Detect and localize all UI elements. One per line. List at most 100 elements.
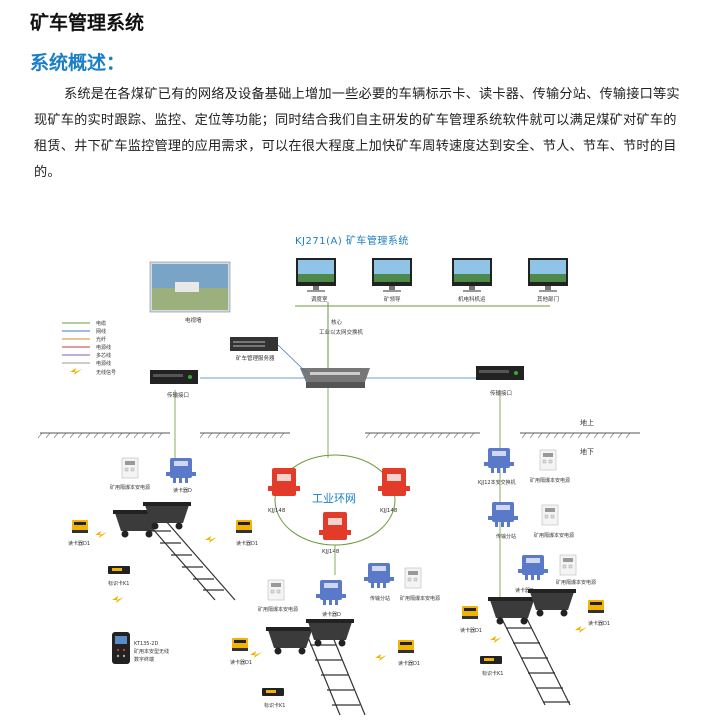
- transfer-station-icon: [488, 502, 518, 527]
- legend-label: 多芯线: [96, 352, 111, 359]
- reader-box-label: 读卡器D: [173, 487, 192, 494]
- power-supply-icon: [541, 504, 559, 526]
- overview-paragraph: 系统是在各煤矿已有的网络及设备基础上增加一些必要的车辆标示卡、读卡器、传输分站、…: [34, 87, 680, 180]
- card-reader-box-icon: [518, 555, 548, 580]
- mine-cart-icon: [266, 627, 314, 655]
- underground-label: 地下: [580, 447, 594, 456]
- video-wall-label: 电视墙: [185, 316, 202, 324]
- mine-cart-icon: [488, 597, 536, 625]
- reader-box-label: 读卡器D: [515, 587, 534, 594]
- power-supply-icon: [121, 457, 139, 479]
- card-reader-icon: [462, 606, 478, 619]
- section-heading: 系统概述：: [30, 52, 126, 74]
- kjj148-switch-icon: [319, 512, 351, 540]
- server-label: 矿车管理服务器: [236, 354, 275, 362]
- phone-label: 矿用本安型无线: [134, 648, 169, 655]
- phone-label: KT135-2D: [134, 641, 158, 647]
- wireless-signal-icon: [375, 654, 387, 661]
- monitor-icon: [528, 258, 568, 292]
- ring-label: 工业环网: [312, 492, 356, 505]
- rail-track: [499, 614, 571, 706]
- power-supply-icon: [559, 554, 577, 576]
- reader-label: 读卡器D1: [460, 627, 482, 634]
- card-reader-box-icon: [316, 580, 346, 605]
- station-label: 传输分站: [496, 533, 516, 540]
- phone-label: 数字终端: [134, 656, 154, 663]
- monitor-icon: [452, 258, 492, 292]
- card-label: 标识卡K1: [108, 580, 129, 587]
- ground-label: 地上: [580, 418, 594, 427]
- card-reader-icon: [398, 640, 414, 653]
- legend-label: 无线信号: [96, 369, 116, 376]
- reader-label: 读卡器D1: [230, 659, 252, 666]
- reader-label: 读卡器D1: [588, 620, 610, 627]
- card-reader-icon: [236, 520, 252, 533]
- power-supply-icon: [539, 449, 557, 471]
- computer-label: 机电科机运: [458, 295, 486, 303]
- id-card-icon: [108, 566, 130, 574]
- computer-label: 其他部门: [537, 295, 559, 303]
- core-switch-icon: [300, 368, 370, 388]
- reader-box-label: 读卡器D: [322, 611, 341, 618]
- wireless-signal-icon: [250, 651, 262, 658]
- transfer-interface-icon: [150, 370, 198, 384]
- power-supply-icon: [267, 579, 285, 601]
- psu-label: 矿用隔爆本安电源: [534, 532, 574, 539]
- reader-label: 读卡器D1: [68, 540, 90, 547]
- kjj148-switch-icon: [378, 468, 410, 496]
- wireless-signal-icon: [95, 531, 107, 538]
- legend-label: 电源线: [96, 344, 111, 351]
- kjj148-label: KJJ148: [322, 549, 340, 555]
- psu-label: 矿用隔爆本安电源: [110, 484, 150, 491]
- diagram-title: KJ271(A) 矿车管理系统: [295, 234, 409, 247]
- transfer-interface-icon: [476, 366, 524, 380]
- card-reader-icon: [588, 600, 604, 613]
- transfer-interface-label: 传输接口: [167, 391, 189, 399]
- legend: 电缆 网线 光纤 电源线 多芯线 电源线 无线信号: [62, 320, 116, 376]
- transfer-interface-label: 传输接口: [490, 389, 512, 397]
- legend-label: 电缆: [96, 320, 106, 327]
- monitor-icon: [372, 258, 412, 292]
- station-label: 传输分站: [370, 595, 390, 602]
- rail-track: [144, 519, 236, 601]
- psu-label: 矿用隔爆本安电源: [400, 595, 440, 602]
- wireless-phone-icon: [112, 632, 130, 664]
- card-reader-icon: [72, 520, 88, 533]
- id-card-icon: [480, 656, 502, 664]
- video-wall-icon: [149, 261, 231, 313]
- id-card-icon: [262, 688, 284, 696]
- legend-label: 光纤: [96, 336, 106, 343]
- kjj12-switch-icon: [484, 448, 514, 473]
- psu-label: 矿用隔爆本安电源: [530, 477, 570, 484]
- reader-label: 读卡器D1: [236, 540, 258, 547]
- transfer-station-icon: [364, 563, 394, 588]
- rail-track: [304, 629, 366, 716]
- mine-cart-icon: [306, 619, 354, 647]
- psu-label: 矿用隔爆本安电源: [258, 606, 298, 613]
- monitor-icon: [296, 258, 336, 292]
- switch-label: KJJ12本安交换机: [478, 479, 516, 486]
- card-label: 标识卡K1: [264, 702, 285, 709]
- kjj148-label: KJJ148: [380, 508, 398, 514]
- computer-label: 调度室: [311, 295, 328, 303]
- kjj148-switch-icon: [268, 468, 300, 496]
- legend-label: 电源线: [96, 360, 111, 367]
- wireless-signal-icon: [205, 536, 217, 543]
- legend-label: 网线: [96, 328, 106, 335]
- switch-label: 工业以太网交换机: [319, 328, 364, 336]
- mine-cart-icon: [528, 589, 576, 617]
- kjj148-label: KJJ148: [268, 508, 286, 514]
- psu-label: 矿用隔爆本安电源: [556, 579, 596, 586]
- computer-label: 矿领导: [384, 295, 401, 303]
- power-supply-icon: [404, 567, 422, 589]
- wireless-signal-icon: [490, 636, 502, 643]
- wireless-signal-icon: [112, 596, 124, 603]
- card-reader-box-icon: [166, 458, 196, 483]
- wireless-signal-icon: [575, 626, 587, 633]
- switch-label: 核心: [331, 318, 343, 326]
- card-reader-icon: [232, 638, 248, 651]
- card-label: 标识卡K1: [482, 670, 503, 677]
- reader-label: 读卡器D1: [398, 660, 420, 667]
- server-icon: [230, 337, 278, 351]
